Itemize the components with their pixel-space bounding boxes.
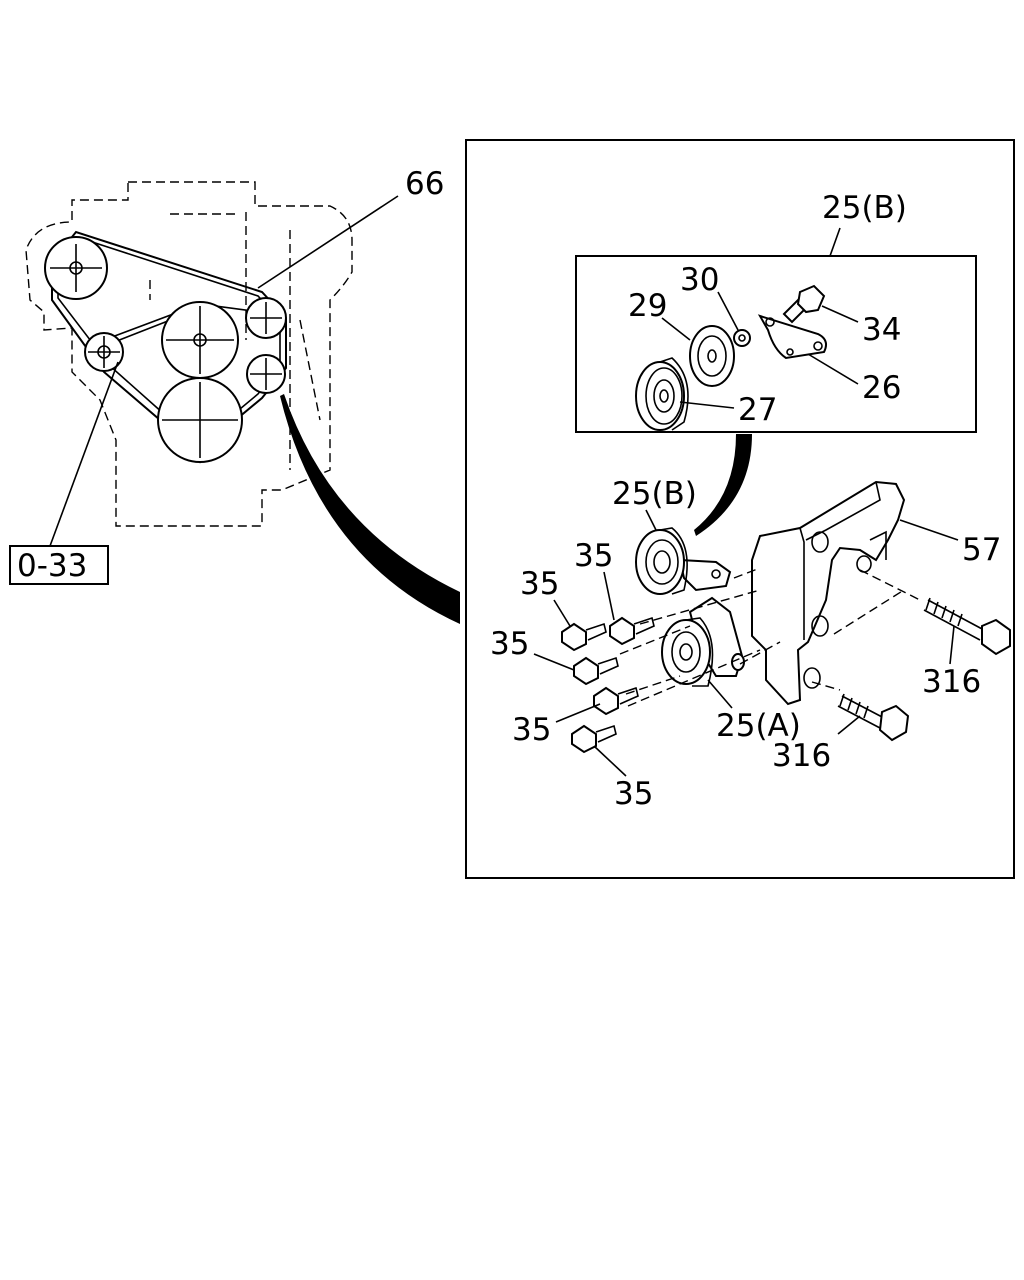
part-26-bracket bbox=[757, 314, 827, 360]
label-29: 29 bbox=[628, 288, 667, 324]
part-35-bolt-c bbox=[573, 656, 619, 686]
alternator-pulley bbox=[245, 297, 287, 339]
callout-sweep bbox=[280, 394, 460, 624]
label-35-d: 35 bbox=[512, 712, 551, 748]
ref-box[interactable] bbox=[9, 545, 109, 585]
leader-ref bbox=[49, 361, 119, 547]
label-belt: 66 bbox=[405, 166, 444, 202]
leader-belt bbox=[257, 195, 399, 289]
detail-frame bbox=[465, 139, 1015, 879]
label-26: 26 bbox=[862, 370, 901, 406]
label-57: 57 bbox=[962, 532, 1001, 568]
label-35-c: 35 bbox=[490, 626, 529, 662]
label-35-e: 35 bbox=[614, 776, 653, 812]
label-assy-b-main: 25(B) bbox=[612, 476, 697, 512]
part-35-bolt-b bbox=[609, 616, 655, 646]
engine-outline bbox=[25, 181, 353, 527]
part-25b-pulley bbox=[635, 527, 732, 595]
part-29-cover bbox=[689, 325, 735, 387]
label-assy-b-header: 25(B) bbox=[822, 190, 907, 226]
main-pulley bbox=[157, 377, 243, 463]
label-35-a: 35 bbox=[574, 538, 613, 574]
subassembly-box bbox=[575, 255, 977, 433]
tensioner-pulley bbox=[246, 354, 286, 394]
ref-box-label: 0-33 bbox=[17, 548, 87, 584]
part-34-bolt bbox=[782, 284, 826, 324]
part-316-bolt-upper bbox=[923, 597, 1011, 656]
part-316-bolt-lower bbox=[837, 693, 910, 742]
label-316-upper: 316 bbox=[922, 664, 981, 700]
part-35-bolt-a bbox=[561, 622, 607, 652]
part-35-bolt-d bbox=[593, 686, 639, 716]
label-316-lower: 316 bbox=[772, 738, 831, 774]
label-27: 27 bbox=[738, 392, 777, 428]
fan-pulley bbox=[161, 301, 239, 379]
label-34: 34 bbox=[862, 312, 901, 348]
part-25a-tensioner bbox=[661, 596, 745, 687]
part-30-nut bbox=[733, 329, 751, 347]
part-57-bracket bbox=[751, 480, 906, 706]
label-25a: 25(A) bbox=[716, 708, 801, 744]
inner-callout-sweep bbox=[694, 434, 752, 536]
label-35-b: 35 bbox=[520, 566, 559, 602]
idler-pulley-small-left bbox=[84, 332, 124, 372]
crank-pulley bbox=[44, 236, 108, 300]
engine-overview: 66 0-33 bbox=[9, 166, 460, 624]
part-35-bolt-e bbox=[571, 724, 617, 754]
part-27-pulley bbox=[635, 357, 689, 431]
label-30: 30 bbox=[680, 262, 719, 298]
